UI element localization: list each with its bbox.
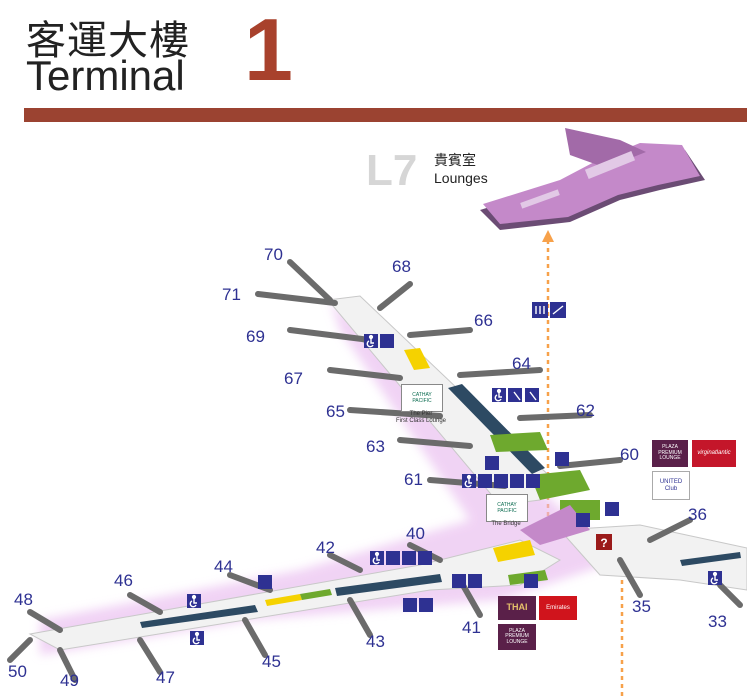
terminal-title-english: Terminal (26, 52, 185, 99)
gate-label: 42 (316, 538, 335, 557)
gate-label: 64 (512, 354, 531, 373)
gate-label: 50 (8, 662, 27, 681)
facility-signs: ? (187, 302, 722, 645)
united-club-logo: UNITED Club (652, 471, 690, 500)
thai-logo: THAI (498, 596, 536, 620)
cathay-pacific-logo: CATHAY PACIFIC (486, 494, 528, 522)
gate-label: 71 (222, 285, 241, 304)
lounge-label-english: Lounges (434, 170, 488, 186)
pier-lounge-caption: The Pier First Class Lounge (395, 411, 447, 425)
gate-label: 61 (404, 470, 423, 489)
gate-label: 45 (262, 652, 281, 671)
info-icon (596, 534, 612, 550)
gate-label: 60 (620, 445, 639, 464)
gate-label: 63 (366, 437, 385, 456)
gate-label: 67 (284, 369, 303, 388)
gate-label: 70 (264, 245, 283, 264)
title-rule (24, 108, 747, 122)
gate-label: 40 (406, 524, 425, 543)
gate-label: 62 (576, 401, 595, 420)
bridge-lounge-caption: The Bridge (491, 521, 521, 527)
gate-label: 44 (214, 557, 233, 576)
lounge-label-chinese: 貴賓室 (434, 153, 476, 169)
lounge-level-label: L7 (366, 146, 418, 195)
gate-label: 49 (60, 671, 79, 690)
gate-label: 66 (474, 311, 493, 330)
gate-label: 47 (156, 668, 175, 687)
gate-label: 36 (688, 505, 707, 524)
gate-label: 46 (114, 571, 133, 590)
svg-text:?: ? (600, 536, 607, 550)
terminal-number: 1 (244, 0, 293, 99)
virgin-atlantic-logo: virginatlantic (692, 440, 736, 467)
gate-label: 48 (14, 590, 33, 609)
gate-label: 69 (246, 327, 265, 346)
terminal-title-chinese: 客運大樓 (26, 18, 190, 64)
gate-label: 41 (462, 618, 481, 637)
gate-label: 68 (392, 257, 411, 276)
gate-label: 43 (366, 632, 385, 651)
emirates-logo: Emirates (539, 596, 577, 620)
gate-label: 35 (632, 597, 651, 616)
plaza-premium-logo: PLAZA PREMIUM LOUNGE (652, 440, 688, 467)
plaza-premium-logo: PLAZA PREMIUM LOUNGE (498, 624, 536, 650)
gate-label: 65 (326, 402, 345, 421)
gate-label: 33 (708, 612, 727, 631)
gate-jetties (7, 259, 743, 683)
lounge-floor-l7 (480, 128, 705, 230)
cathay-pacific-logo: CATHAY PACIFIC (401, 384, 443, 412)
